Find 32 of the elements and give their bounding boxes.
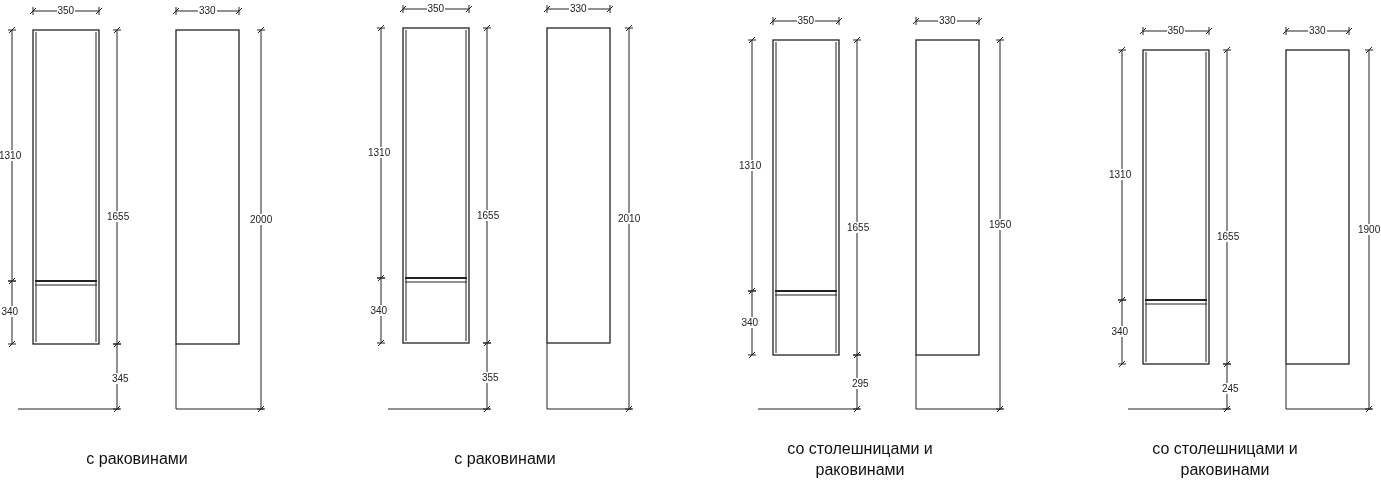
dimension-label: 295	[851, 378, 870, 389]
dimension-label: 350	[426, 3, 446, 14]
dimension-label: 1655	[846, 221, 871, 233]
dimension-label: 330	[1308, 25, 1327, 36]
dimension-label: 1655	[106, 211, 131, 222]
dimension-label: 2010	[617, 212, 642, 224]
dimension-label: 340	[369, 305, 389, 316]
dimension-label: 1950	[988, 218, 1013, 230]
dimension-label: 330	[569, 3, 588, 14]
dimension-label: 1310	[367, 147, 392, 158]
caption: со столешницами и раковинами	[1151, 439, 1299, 480]
dimension-label: 350	[1166, 25, 1186, 36]
caption: со столешницами и раковинами	[786, 439, 934, 480]
dimension-label: 345	[111, 372, 130, 384]
dimension-label: 1655	[1216, 231, 1241, 242]
dimension-label: 340	[0, 306, 20, 317]
dimension-label: 1310	[1108, 169, 1133, 180]
dimension-label: 350	[796, 15, 816, 26]
dimension-label: 2000	[249, 213, 274, 225]
dimension-label: 1655	[476, 209, 501, 221]
caption: с раковинами	[85, 449, 189, 469]
dimension-label: 330	[938, 15, 957, 26]
caption: с раковинами	[453, 449, 557, 469]
dimension-label: 1310	[0, 149, 23, 161]
dimension-label: 350	[56, 5, 76, 16]
dimension-label: 1310	[738, 159, 763, 171]
dimension-label: 355	[481, 372, 500, 383]
dimension-label: 340	[1110, 326, 1130, 337]
dimension-label: 330	[198, 5, 217, 16]
dimension-label: 340	[740, 317, 760, 328]
dimension-label: 245	[1221, 382, 1240, 394]
dimension-label: 1900	[1357, 223, 1381, 235]
